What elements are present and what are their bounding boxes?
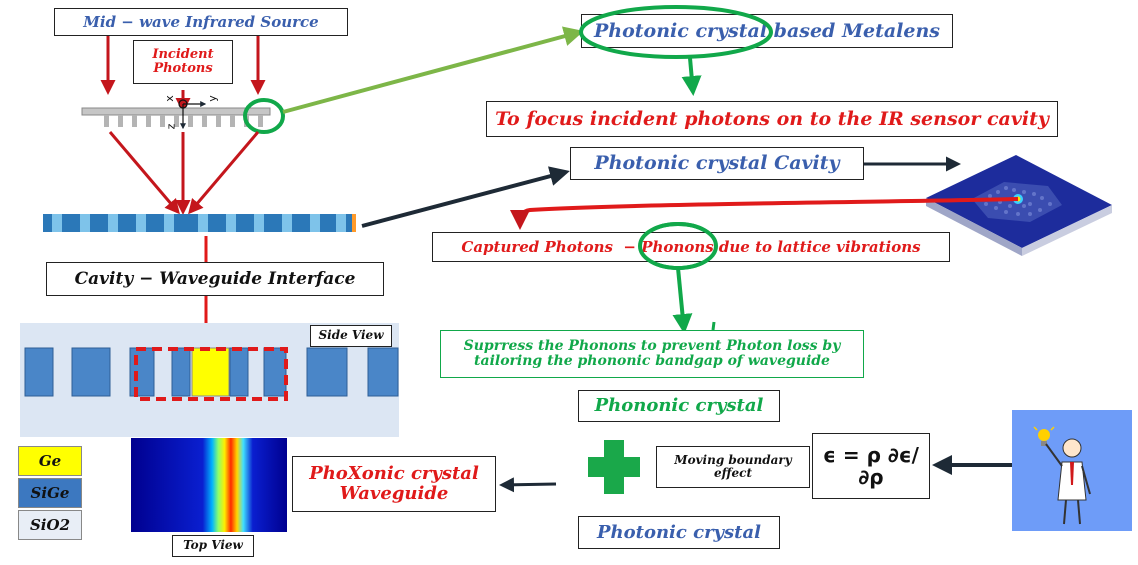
interface-label: Cavity − Waveguide Interface xyxy=(74,268,356,289)
photonic-crystal-plate xyxy=(926,155,1112,256)
legend-sige-label: SiGe xyxy=(30,484,70,502)
plus-to-phoxonic-arrow xyxy=(499,477,557,493)
waveguide-to-cavity-arrow xyxy=(361,166,570,228)
cavity-box: Photonic crystal Cavity xyxy=(570,147,864,180)
cavity-label: Photonic crystal Cavity xyxy=(594,152,840,175)
captured-photons-box: Captured Photons − Phonons due to lattic… xyxy=(432,232,950,262)
legend-sio2: SiO2 xyxy=(18,510,82,540)
tick-mark xyxy=(711,321,716,331)
phononic-crystal-box: Phononic crystal xyxy=(578,390,780,422)
interface-box: Cavity − Waveguide Interface xyxy=(46,262,384,296)
legend-ge-label: Ge xyxy=(38,452,62,470)
focus-arrows xyxy=(108,131,260,215)
source-label: Mid − wave Infrared Source xyxy=(83,12,319,31)
legend-sige: SiGe xyxy=(18,478,82,508)
top-view-box: Top View xyxy=(172,535,254,557)
top-view-heatmap xyxy=(131,438,287,532)
captured-photons-arrow xyxy=(510,197,1019,230)
photonic-crystal-box: Photonic crystal xyxy=(578,516,780,549)
incident-photons-box: Incident Photons xyxy=(133,40,233,84)
phononic-crystal-label: Phononic crystal xyxy=(594,395,764,417)
photonic-crystal-label: Photonic crystal xyxy=(597,521,761,543)
idea-avatar-panel xyxy=(1012,410,1132,531)
equation-label: ϵ = ρ ∂ϵ/∂ρ xyxy=(823,443,919,489)
legend-ge: Ge xyxy=(18,446,82,476)
legend-sio2-label: SiO2 xyxy=(29,516,71,534)
incident-photons-label: Incident Photons xyxy=(152,46,214,76)
suppress-label: Suprress the Phonons to prevent Photon l… xyxy=(463,337,841,369)
focus-box: To focus incident photons on to the IR s… xyxy=(486,101,1058,137)
side-view-label: Side View xyxy=(318,328,384,343)
waveguide-strip xyxy=(43,214,356,232)
focus-label: To focus incident photons on to the IR s… xyxy=(495,107,1049,130)
metalens-label: Photonic crystal based Metalens xyxy=(594,19,940,42)
moving-boundary-box: Moving boundary effect xyxy=(656,446,810,488)
equation-box: ϵ = ρ ∂ϵ/∂ρ xyxy=(812,433,930,499)
moving-boundary-label: Moving boundary effect xyxy=(674,452,792,480)
axis-label-x: x xyxy=(162,95,176,102)
axis-label-z: z xyxy=(164,123,178,130)
captured-photons-label-post: due to lattice vibrations xyxy=(713,237,921,256)
metalens-connector-arrow xyxy=(282,26,584,114)
metalens-box: Photonic crystal based Metalens xyxy=(581,14,953,48)
metalens-highlight-circle xyxy=(243,98,285,134)
captured-photons-label-key: Phonons xyxy=(641,237,714,256)
captured-photons-label-pre: Captured Photons − xyxy=(461,237,642,256)
plus-icon xyxy=(588,440,640,494)
phoxonic-label: PhoXonic crystal Waveguide xyxy=(309,463,479,504)
top-view-label: Top View xyxy=(183,538,243,553)
metalens-down-arrow xyxy=(681,57,702,96)
metalens-structure xyxy=(81,99,271,130)
phonons-down-arrow xyxy=(672,267,693,334)
phoxonic-box: PhoXonic crystal Waveguide xyxy=(292,456,496,512)
source-label-box: Mid − wave Infrared Source xyxy=(54,8,348,36)
axis-label-y: y xyxy=(205,95,219,102)
side-view-box: Side View xyxy=(310,325,392,347)
suppress-box: Suprress the Phonons to prevent Photon l… xyxy=(440,330,864,378)
